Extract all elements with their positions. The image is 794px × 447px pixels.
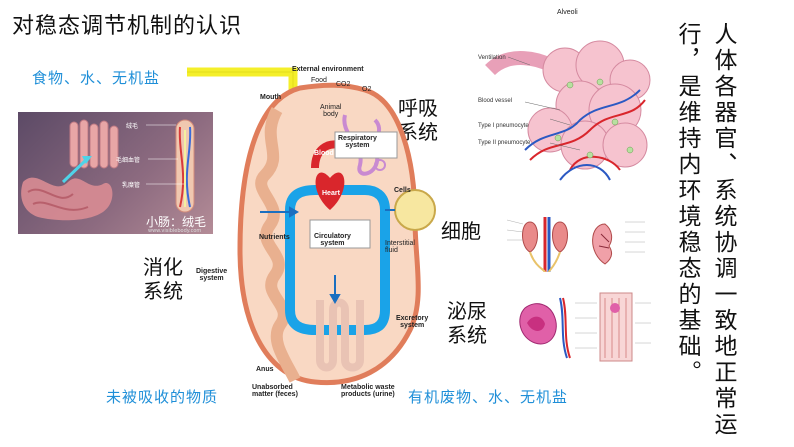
- type1-label: Type I pneumocyte: [478, 123, 529, 129]
- metabolic-waste-label: Metabolic waste products (urine): [341, 384, 395, 398]
- unabsorbed-cn-label: 未被吸收的物质: [106, 388, 219, 406]
- urinary-system-label: 泌尿 系统: [447, 299, 487, 347]
- circulatory-system-label: Circulatory system: [314, 233, 351, 247]
- alveoli-illustration: [485, 40, 651, 181]
- external-environment-label: External environment: [292, 66, 364, 73]
- vertical-text-col2: 行，是维持内环境稳态的基础。: [674, 22, 700, 386]
- villi-caption: 小肠：绒毛: [146, 215, 207, 229]
- vertical-text-col1: 人体各器官、系统协调一致地正常运: [710, 22, 736, 438]
- heart-label: Heart: [322, 190, 340, 197]
- animal-body-label: Animal body: [320, 104, 342, 118]
- kidney-figure: [505, 212, 653, 280]
- cells-diagram-label: Cells: [394, 187, 411, 194]
- mouth-label: Mouth: [260, 94, 281, 101]
- ventilation-label: Ventilation: [478, 55, 506, 61]
- anus-label: Anus: [256, 366, 274, 373]
- page-title: 对稳态调节机制的认识: [12, 14, 243, 39]
- food-diagram-label: Food: [311, 77, 327, 84]
- homeostasis-diagram: [237, 82, 436, 386]
- blood-vessel-label: Blood vessel: [478, 98, 513, 104]
- nutrients-label: Nutrients: [259, 234, 290, 241]
- villi-image: 绒毛 毛细血管 乳糜管 小肠：绒毛 www.visiblebody.com: [18, 112, 213, 234]
- excretory-system-label: Excretory system: [396, 315, 429, 329]
- food-label: 食物、水、无机盐: [32, 69, 161, 87]
- villus-label: 绒毛: [126, 124, 139, 130]
- capillary-label: 毛细血管: [116, 158, 141, 164]
- co2-label: CO2: [336, 81, 351, 88]
- digestive-system-label: 消化 系统: [143, 255, 183, 303]
- unabsorbed-label: Unabsorbed matter (feces): [252, 384, 298, 398]
- waste-cn-label: 有机废物、水、无机盐: [408, 388, 569, 406]
- respiratory-system-diagram-label: Respiratory system: [338, 135, 377, 149]
- nephron-figure: [505, 288, 653, 363]
- villi-illustration: [21, 119, 195, 221]
- cells-label: 细胞: [441, 219, 481, 243]
- lacteal-label: 乳糜管: [122, 183, 141, 189]
- digestive-system-diagram-label: Digestive system: [196, 268, 228, 282]
- watermark: www.visiblebody.com: [148, 228, 202, 234]
- interstitial-fluid-label: Interstitial fluid: [385, 240, 415, 254]
- o2-label: O2: [362, 86, 372, 93]
- blood-label: Blood: [314, 150, 334, 157]
- alveoli-title: Alveoli: [557, 9, 578, 16]
- type2-label: Type II pneumocyte: [478, 140, 531, 146]
